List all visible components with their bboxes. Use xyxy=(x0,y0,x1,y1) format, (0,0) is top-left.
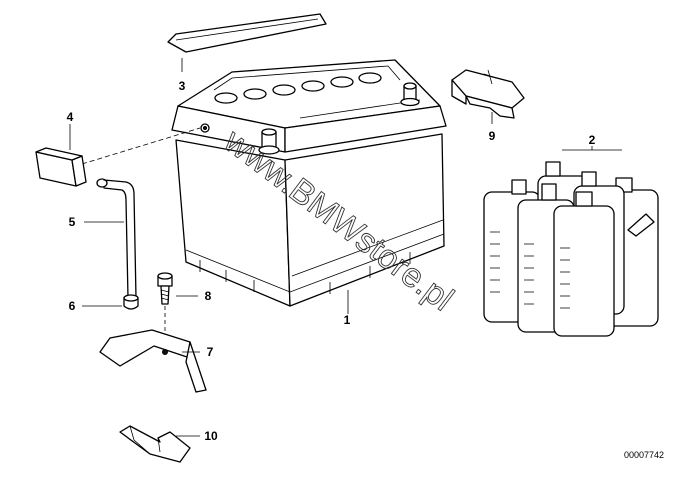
callout-2: 2 xyxy=(589,133,596,147)
callout-8: 8 xyxy=(205,289,212,303)
callout-10: 10 xyxy=(204,429,218,443)
callout-4: 4 xyxy=(67,110,74,124)
leader-lines xyxy=(69,58,593,437)
callout-1: 1 xyxy=(344,313,351,327)
callout-6: 6 xyxy=(69,299,76,313)
callout-9: 9 xyxy=(489,129,496,143)
callout-3: 3 xyxy=(179,79,186,93)
callout-labels: 1 2 3 4 5 6 7 8 9 10 xyxy=(67,79,596,443)
battery-cover-strip[interactable] xyxy=(167,13,327,53)
terminal-cover[interactable] xyxy=(451,69,525,119)
grommet[interactable] xyxy=(123,294,139,310)
bottle xyxy=(553,191,615,337)
callout-7: 7 xyxy=(207,345,214,359)
vent-guide-line xyxy=(81,127,201,165)
electrolyte-bottles[interactable] xyxy=(483,149,659,337)
vent-hose[interactable] xyxy=(96,178,137,299)
callout-5: 5 xyxy=(69,215,76,229)
battery-terminal-positive xyxy=(400,82,420,107)
hold-down-bolt[interactable] xyxy=(157,272,173,305)
battery-terminal-negative xyxy=(258,128,280,155)
drawing-code: 00007742 xyxy=(624,450,664,460)
hold-down-clamp[interactable] xyxy=(99,329,207,393)
vent-plug[interactable] xyxy=(35,147,87,187)
battery[interactable] xyxy=(171,59,447,307)
mounting-bracket[interactable] xyxy=(119,425,191,463)
battery-cell-caps xyxy=(213,65,421,119)
